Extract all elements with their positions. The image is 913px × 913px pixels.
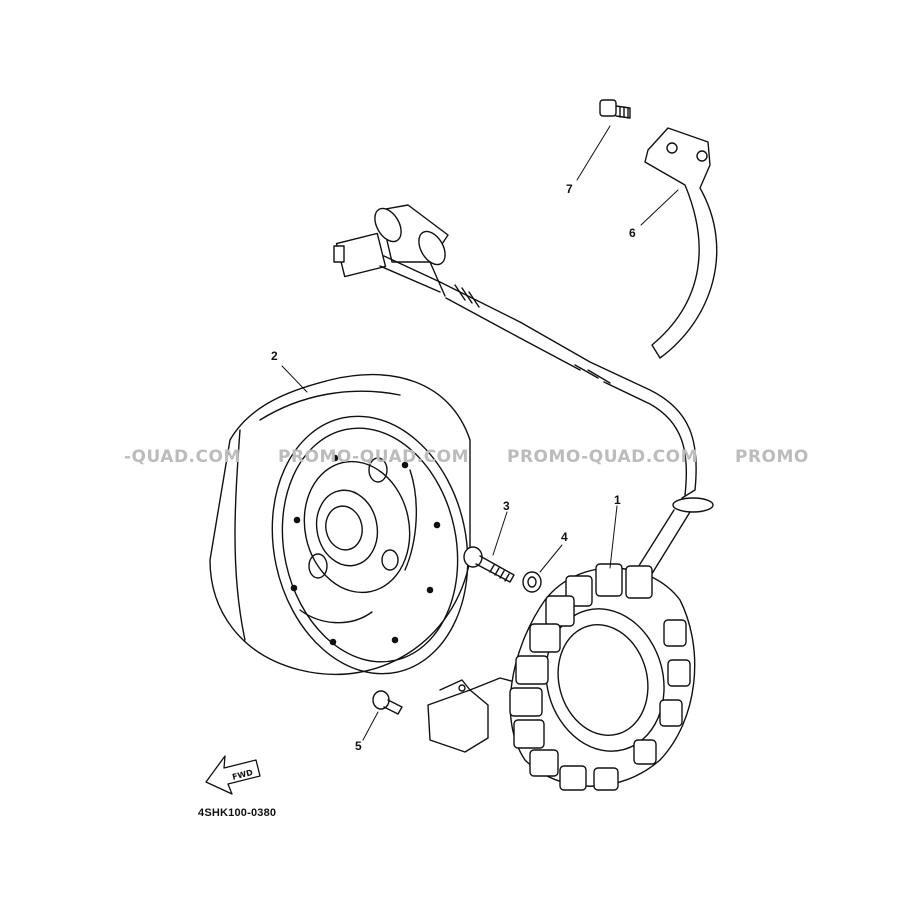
callout-3: 3 (503, 499, 510, 513)
watermark-text: -QUAD.COM (124, 447, 241, 467)
callout-2: 2 (271, 349, 278, 363)
callout-5: 5 (355, 739, 362, 753)
screw-upper (599, 99, 631, 119)
leader-lines (281, 125, 679, 741)
washer (522, 571, 542, 593)
callout-6: 6 (629, 226, 636, 240)
watermark-text: PROMO (735, 447, 809, 467)
bracket (644, 127, 718, 359)
pickup-coil (427, 677, 516, 753)
diagram-code: 4SHK100-0380 (198, 807, 277, 819)
fwd-arrow-icon: FWD (205, 755, 261, 795)
callout-4: 4 (561, 530, 568, 544)
screw-lower (372, 690, 403, 715)
bolt (463, 546, 515, 583)
watermark-text: PROMO-QUAD.COM (278, 447, 470, 467)
stator (509, 563, 696, 791)
rotor-assembly (209, 373, 471, 675)
callout-1: 1 (614, 493, 621, 507)
watermark-text: PROMO-QUAD.COM (507, 447, 699, 467)
callout-7: 7 (566, 182, 573, 196)
